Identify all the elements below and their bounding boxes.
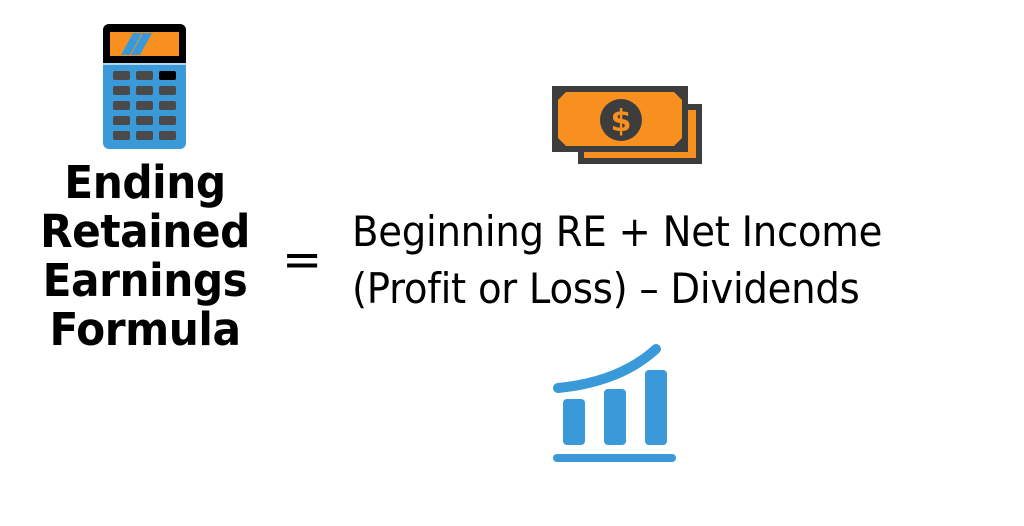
title-line-3: Earnings: [42, 254, 248, 307]
equals-sign: =: [282, 232, 323, 288]
formula-title: Ending Retained Earnings Formula: [28, 158, 263, 354]
formula-expression: Beginning RE + Net Income (Profit or Los…: [352, 203, 882, 317]
growth-bar-chart-icon: [553, 344, 676, 462]
svg-text:$: $: [611, 104, 632, 139]
title-line-2: Retained: [40, 205, 250, 258]
title-line-1: Ending: [64, 156, 226, 209]
formula-line-2: (Profit or Loss) – Dividends: [352, 264, 860, 313]
calculator-icon: [103, 24, 186, 149]
title-line-4: Formula: [49, 303, 241, 356]
dollar-bills-icon: $: [552, 86, 702, 164]
formula-line-1: Beginning RE + Net Income: [352, 207, 883, 256]
